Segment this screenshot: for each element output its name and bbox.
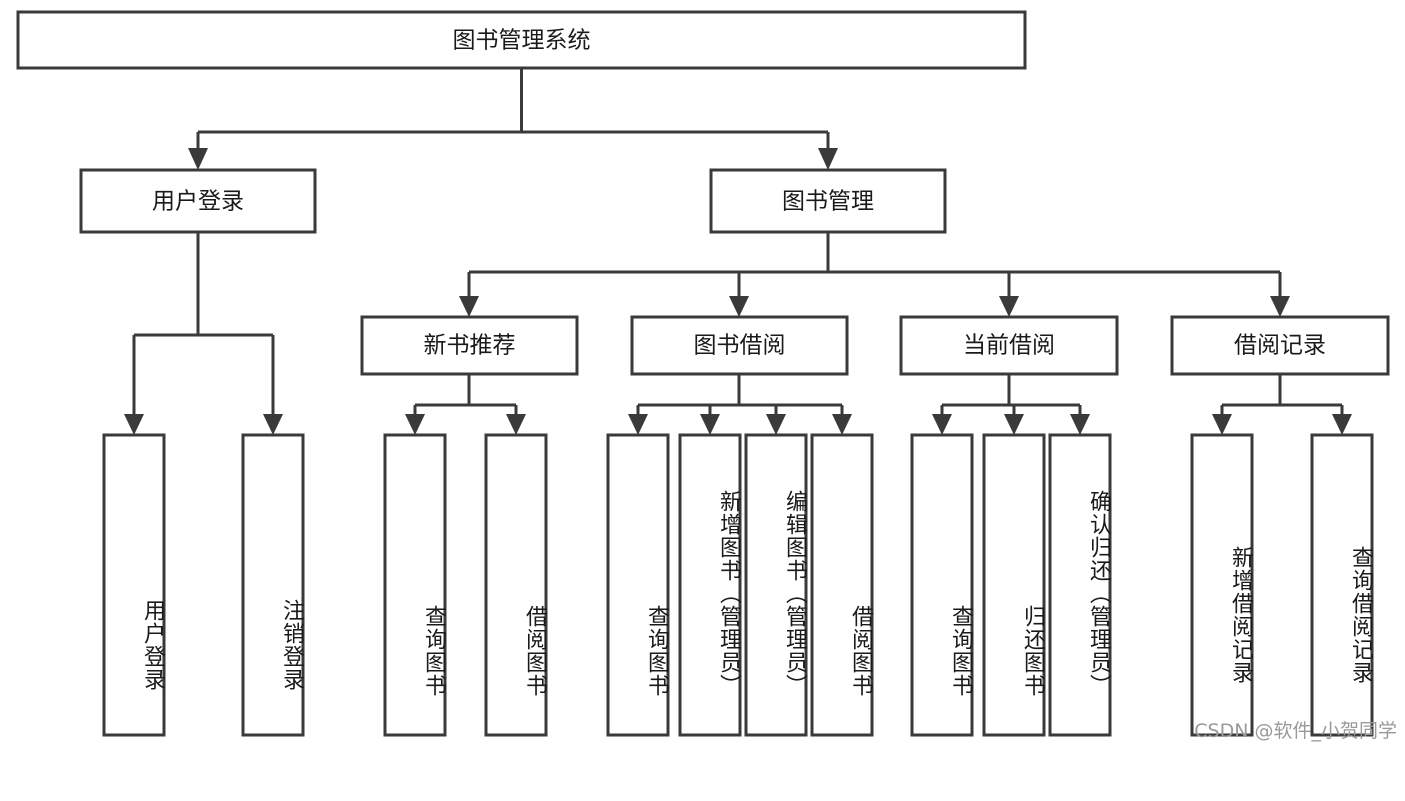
arrow-head-leaf-user-logout bbox=[263, 414, 283, 435]
node-book-borrow-box[interactable] bbox=[630, 315, 849, 376]
connector-group-borrow-record-to-leaves bbox=[1212, 374, 1352, 435]
arrow-head-leaf-confirm-return bbox=[1070, 414, 1090, 435]
node-borrow-record[interactable]: 借阅记录 bbox=[1170, 315, 1390, 376]
arrow-head-leaf-user-login bbox=[124, 414, 144, 435]
arrow-head-user-login bbox=[188, 148, 208, 170]
connector-group-book-borrow-to-leaves bbox=[628, 374, 852, 435]
node-current-borrow[interactable]: 当前借阅 bbox=[899, 315, 1119, 376]
node-borrow-record-label: 借阅记录 bbox=[1234, 333, 1326, 359]
node-new-book-recommend[interactable]: 新书推荐 bbox=[360, 315, 579, 376]
leaf-box-query-borrow-record[interactable] bbox=[1310, 433, 1374, 737]
node-user-login-label: 用户登录 bbox=[152, 189, 244, 215]
flowchart-diagram: 图书管理系统 用户登录 图书管理 新书推荐 图书借阅 当前借阅 借阅记录 bbox=[16, 10, 1397, 742]
arrow-head-leaf-borrow-book-recommend bbox=[506, 414, 526, 435]
arrow-head-leaf-query-book-current bbox=[932, 414, 952, 435]
node-current-borrow-label: 当前借阅 bbox=[963, 333, 1055, 359]
node-user-login-box[interactable] bbox=[79, 168, 317, 234]
leaf-box-user-logout[interactable] bbox=[241, 433, 305, 737]
leaf-box-query-book-recommend[interactable] bbox=[383, 433, 447, 737]
node-root-label: 图书管理系统 bbox=[453, 28, 591, 54]
arrow-head-new-book-recommend bbox=[459, 296, 479, 317]
watermark-text: CSDN @软件_小贺同学 bbox=[1194, 720, 1397, 742]
leaf-box-user-login[interactable] bbox=[102, 433, 166, 737]
node-current-borrow-box[interactable] bbox=[899, 315, 1119, 376]
arrow-head-leaf-edit-book bbox=[766, 414, 786, 435]
connector-group-new-book-recommend-to-leaves bbox=[405, 374, 526, 435]
node-root[interactable]: 图书管理系统 bbox=[16, 10, 1027, 70]
leaf-box-query-book-borrow[interactable] bbox=[606, 433, 670, 737]
leaf-box-add-borrow-record[interactable] bbox=[1190, 433, 1254, 737]
node-book-borrow-label: 图书借阅 bbox=[694, 333, 786, 359]
node-new-book-recommend-box[interactable] bbox=[360, 315, 579, 376]
arrow-head-leaf-query-book-borrow bbox=[628, 414, 648, 435]
leaf-box-confirm-return[interactable] bbox=[1048, 433, 1112, 737]
leaf-box-query-book-current[interactable] bbox=[910, 433, 974, 737]
node-book-manage[interactable]: 图书管理 bbox=[709, 168, 947, 234]
node-root-box[interactable] bbox=[16, 10, 1027, 70]
node-user-login[interactable]: 用户登录 bbox=[79, 168, 317, 234]
leaf-boxes bbox=[102, 433, 1374, 737]
node-borrow-record-box[interactable] bbox=[1170, 315, 1390, 376]
arrow-head-book-manage bbox=[818, 148, 838, 170]
connector-group-book-manage-to-level3 bbox=[459, 232, 1290, 317]
leaf-box-add-book[interactable] bbox=[678, 433, 742, 737]
leaf-box-return-book[interactable] bbox=[982, 433, 1046, 737]
arrow-head-borrow-record bbox=[1270, 296, 1290, 317]
connector-group-user-login-to-leaves bbox=[124, 232, 283, 435]
connector-group-current-borrow-to-leaves bbox=[932, 374, 1090, 435]
arrow-head-leaf-query-book-recommend bbox=[405, 414, 425, 435]
arrow-head-leaf-return-book bbox=[1004, 414, 1024, 435]
arrow-head-current-borrow bbox=[999, 296, 1019, 317]
node-book-borrow[interactable]: 图书借阅 bbox=[630, 315, 849, 376]
arrow-head-leaf-query-borrow-record bbox=[1332, 414, 1352, 435]
node-new-book-recommend-label: 新书推荐 bbox=[424, 333, 516, 359]
arrow-head-leaf-borrow-book bbox=[832, 414, 852, 435]
arrow-head-leaf-add-borrow-record bbox=[1212, 414, 1232, 435]
connector-group-root-to-level2 bbox=[188, 68, 838, 170]
arrow-head-book-borrow bbox=[729, 296, 749, 317]
node-book-manage-label: 图书管理 bbox=[782, 189, 874, 215]
node-book-manage-box[interactable] bbox=[709, 168, 947, 234]
leaf-box-edit-book[interactable] bbox=[744, 433, 808, 737]
tree-svg: 图书管理系统 用户登录 图书管理 新书推荐 图书借阅 当前借阅 借阅记录 bbox=[16, 10, 1390, 737]
leaf-box-borrow-book[interactable] bbox=[810, 433, 874, 737]
leaf-box-borrow-book-recommend[interactable] bbox=[484, 433, 548, 737]
arrow-head-leaf-add-book bbox=[700, 414, 720, 435]
